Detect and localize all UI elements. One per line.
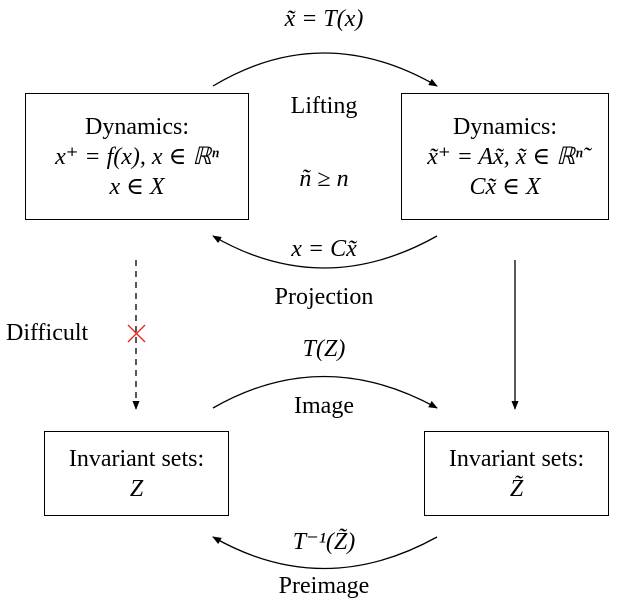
dynamics-box-original: Dynamics: x⁺ = f(x), x ∈ ℝⁿ x ∈ X — [25, 93, 249, 220]
box-title: Invariant sets: — [68, 445, 205, 472]
projection-arrow — [212, 235, 438, 269]
box-title: Dynamics: — [85, 113, 189, 140]
invariant-set-symbol: Z — [129, 475, 144, 502]
dimension-inequality: ñ ≥ n — [299, 166, 349, 192]
state-constraint: x ∈ X — [109, 173, 165, 200]
image-label: Image — [294, 393, 354, 419]
invariant-sets-box-original: Invariant sets: Z — [44, 431, 229, 516]
dynamics-box-lifted: Dynamics: x̃⁺ = Ax̃, x̃ ∈ ℝⁿ̃ Cx̃ ∈ X — [401, 93, 609, 220]
projection-label: Projection — [274, 284, 374, 310]
lifting-arrow — [212, 52, 438, 87]
preimage-label: Preimage — [278, 573, 370, 599]
dynamics-equation: x⁺ = f(x), x ∈ ℝⁿ — [55, 143, 219, 170]
lifting-label: Lifting — [290, 93, 358, 119]
box-title: Invariant sets: — [448, 445, 585, 472]
projection-formula: x = Cx̃ — [291, 236, 357, 262]
image-arrow — [212, 375, 438, 409]
preimage-formula: T⁻¹(Z̃) — [292, 529, 356, 555]
lifted-invariant-set-symbol: Z̃ — [509, 475, 524, 502]
invariant-sets-box-lifted: Invariant sets: Z̃ — [424, 431, 609, 516]
lifted-dynamics-equation: x̃⁺ = Ax̃, x̃ ∈ ℝⁿ̃ — [427, 143, 583, 170]
image-formula: T(Z) — [302, 336, 346, 362]
lifted-state-constraint: Cx̃ ∈ X — [469, 173, 541, 200]
box-title: Dynamics: — [453, 113, 557, 140]
difficult-label: Difficult — [6, 320, 89, 346]
preimage-arrow — [212, 536, 438, 570]
lift-formula: x̃ = T(x) — [284, 6, 364, 32]
cross-icon — [127, 324, 146, 343]
